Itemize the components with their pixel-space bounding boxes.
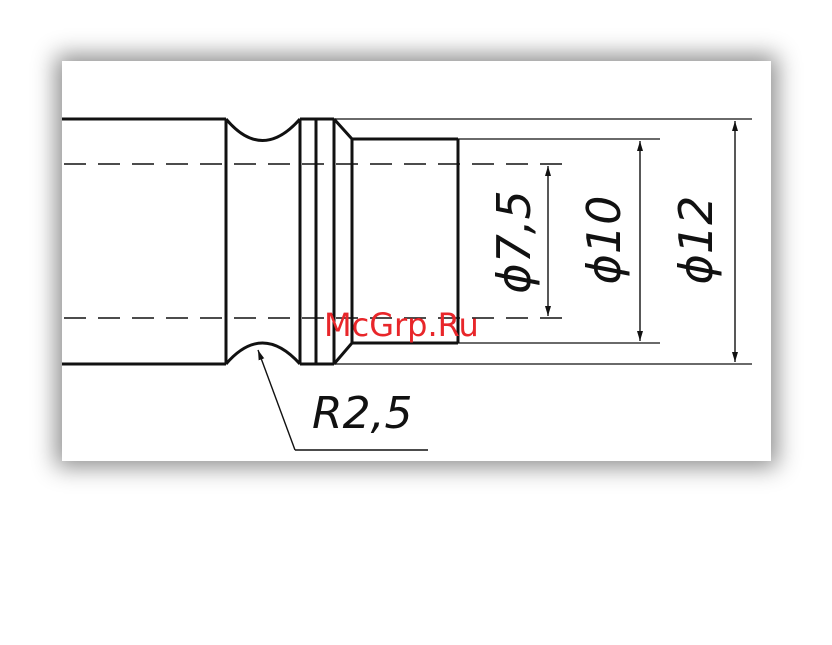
- radius-label: R2,5: [312, 388, 413, 439]
- dimension-label-10: ϕ10: [577, 196, 631, 285]
- watermark-text: McGrp.Ru: [324, 306, 479, 344]
- dimension-label-7-5: ϕ7,5: [487, 190, 541, 294]
- dimension-label-12: ϕ12: [669, 196, 723, 285]
